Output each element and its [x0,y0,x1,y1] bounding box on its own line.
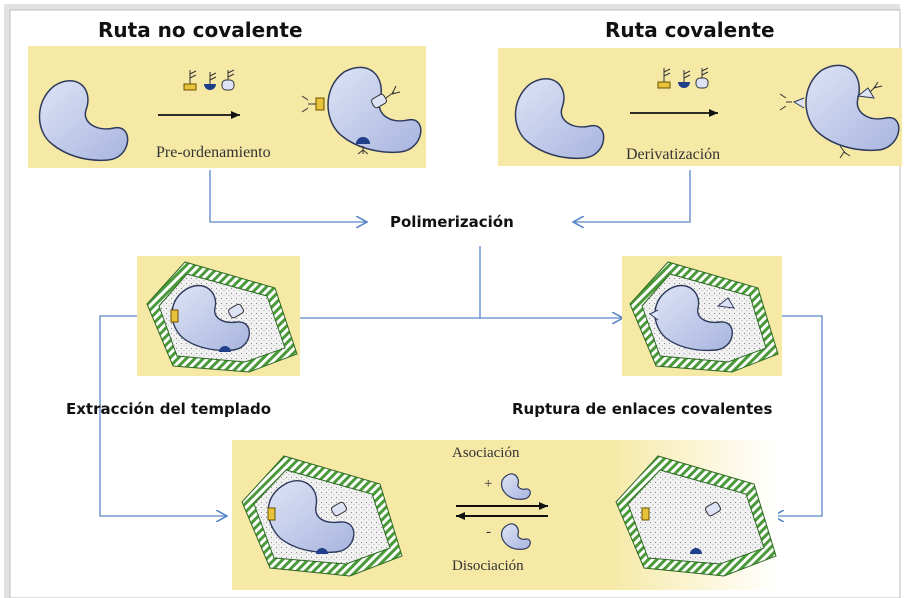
template-complex-left [301,66,422,155]
label-asociacion: Asociación [452,445,520,461]
label-pre-ordenamiento: Pre-ordenamiento [156,144,271,161]
template-blob-left [38,80,129,162]
monomer-icons-left [183,69,235,91]
monomer-icons-right [657,67,709,89]
polymer-bottom-occupied [241,455,403,577]
polymer-bottom-empty [615,455,777,577]
connector-right-to-polimerizacion [574,170,691,222]
title-ruta-covalente: Ruta covalente [605,18,775,42]
label-disociacion: Disociación [452,558,524,574]
template-blob-right [514,78,605,160]
free-template-bottom [500,523,531,550]
label-polimerizacion: Polimerización [390,213,514,231]
connector-left-to-polimerizacion [209,170,366,222]
label-extraccion: Extracción del templado [66,400,272,418]
template-derivatized-right [779,64,900,159]
title-ruta-no-covalente: Ruta no covalente [98,18,303,42]
label-ruptura: Ruptura de enlaces covalentes [512,400,773,418]
label-derivatizacion: Derivatización [626,146,721,163]
free-template-top [500,473,531,500]
label-minus: - [486,524,491,540]
polymer-right [629,261,779,373]
label-plus: + [484,476,493,492]
connector-ruptura [774,315,823,516]
polymer-left [146,261,298,373]
connector-extraccion [99,315,226,516]
